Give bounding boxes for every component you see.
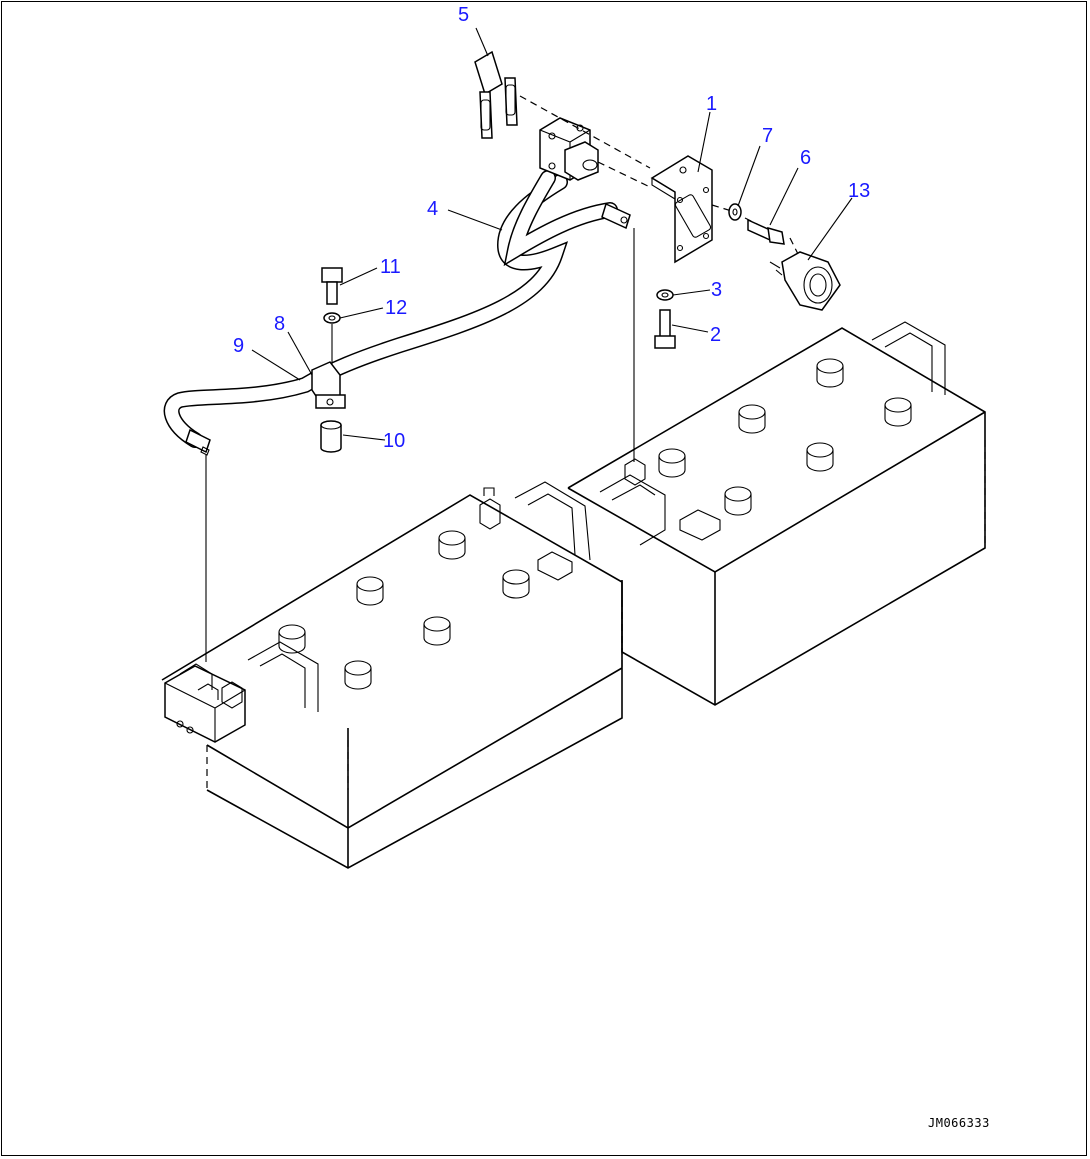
callout-6: 6 (800, 147, 811, 169)
callout-3: 3 (711, 279, 722, 301)
fuse-part (474, 50, 518, 139)
socket-13 (769, 251, 841, 311)
battery-right-caps (658, 358, 912, 516)
bracket-part (650, 155, 713, 264)
washer-12 (323, 312, 341, 324)
washer-7 (728, 203, 742, 221)
callout-7: 7 (762, 125, 773, 147)
battery-right (567, 321, 986, 706)
battery-left (161, 481, 623, 869)
battery-left-caps (278, 530, 530, 690)
bolt-11 (321, 267, 343, 305)
callout-2: 2 (710, 324, 721, 346)
drawing-code: JM066333 (928, 1116, 990, 1130)
callout-10: 10 (383, 430, 405, 452)
cable-assembly (163, 117, 631, 456)
clamp-8 (311, 361, 346, 409)
callout-13: 13 (848, 180, 870, 202)
callout-5: 5 (458, 4, 469, 26)
leader-lines (251, 27, 853, 441)
bolt-6 (747, 218, 785, 245)
callout-11: 11 (380, 256, 401, 278)
spacer-10 (320, 420, 342, 453)
callouts: 1 2 3 4 5 6 7 8 9 10 11 12 13 (233, 4, 870, 452)
callout-1: 1 (706, 93, 717, 115)
bolt-2 (654, 309, 676, 349)
callout-12: 12 (385, 297, 407, 319)
callout-4: 4 (427, 198, 438, 220)
washer-3 (656, 289, 674, 301)
callout-8: 8 (274, 313, 285, 335)
callout-9: 9 (233, 335, 244, 357)
